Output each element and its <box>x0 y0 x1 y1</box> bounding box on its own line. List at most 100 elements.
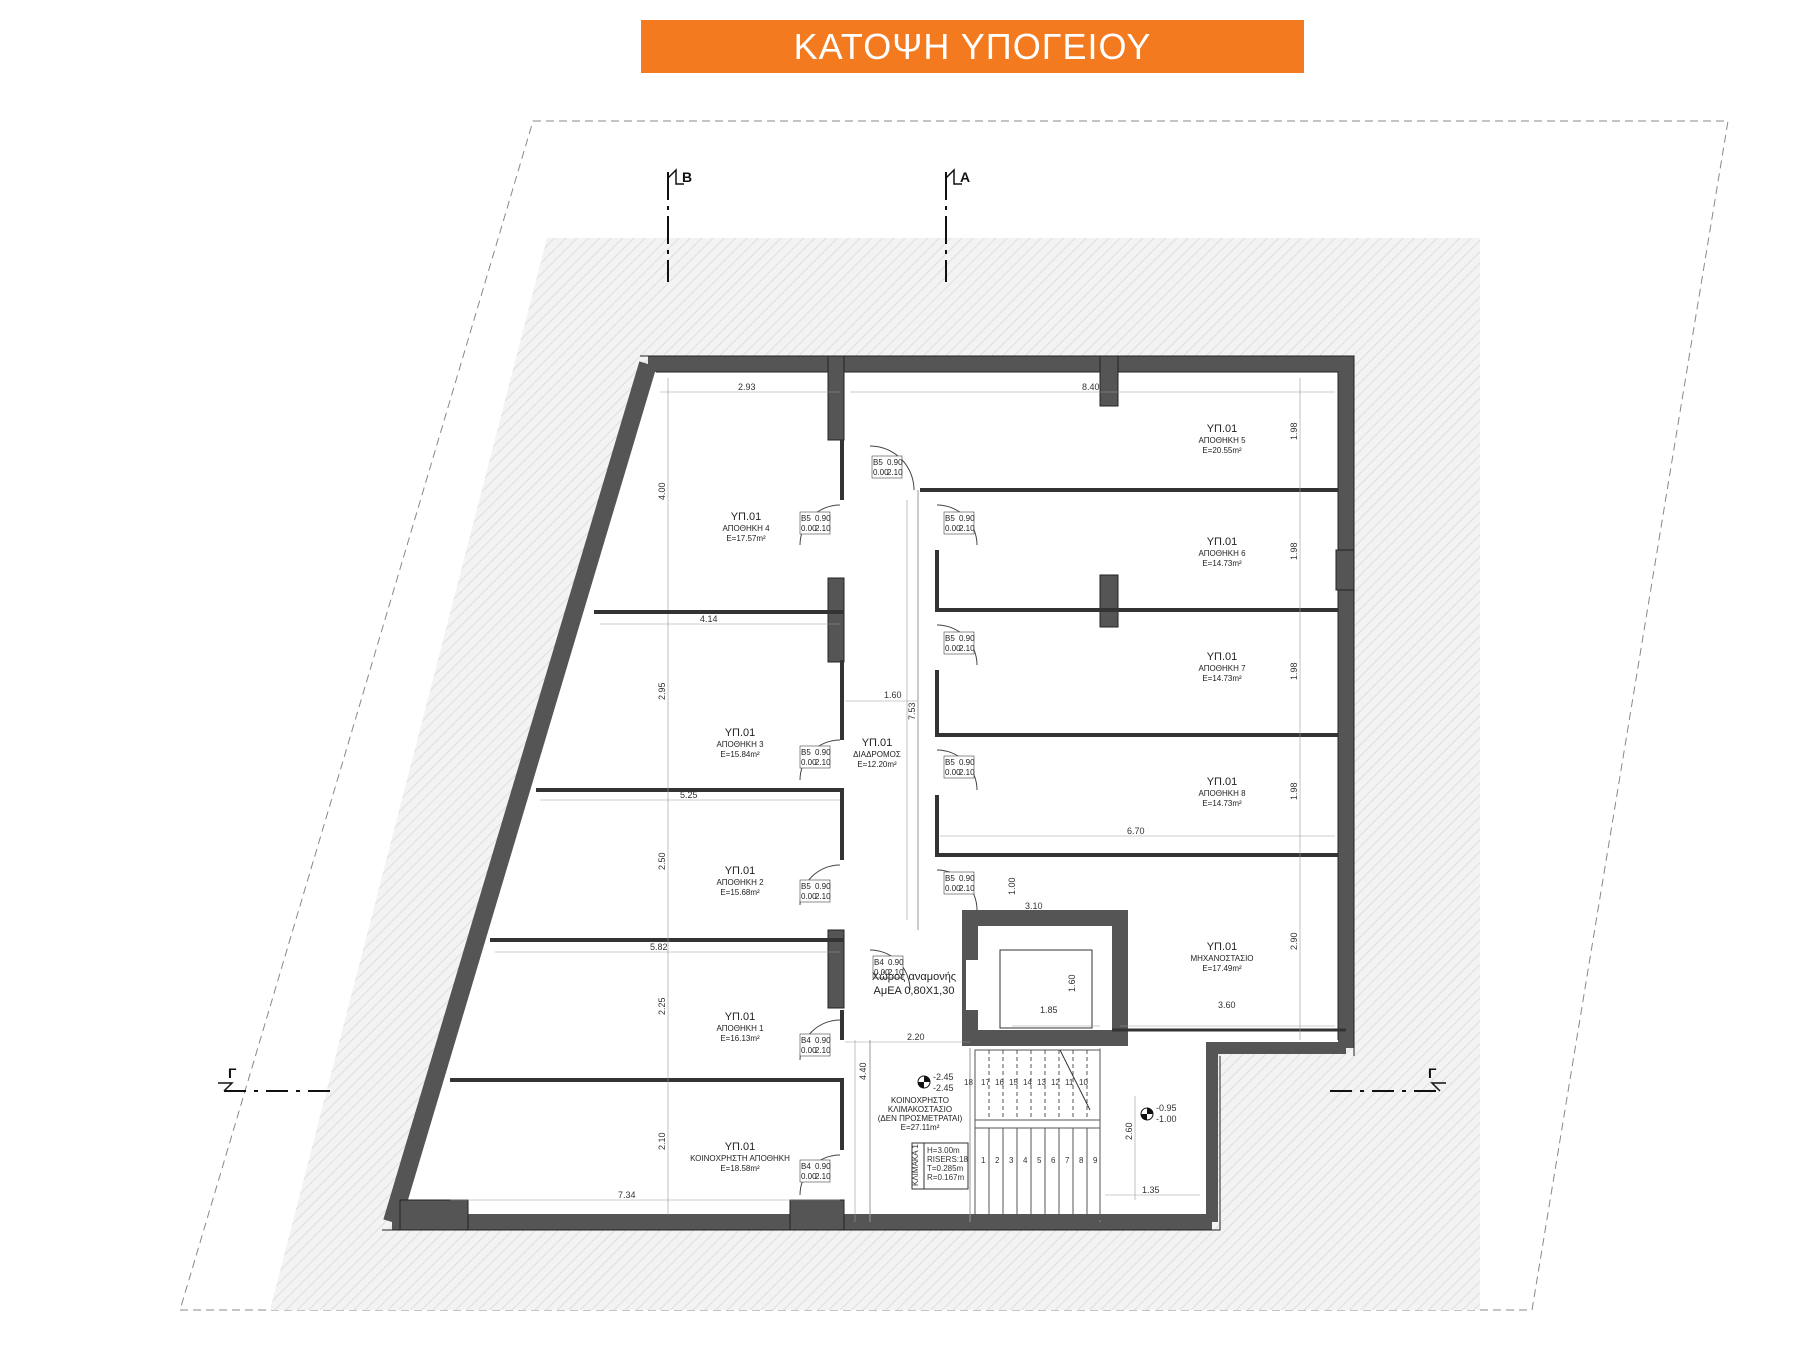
svg-text:T=0.285m: T=0.285m <box>927 1164 964 1173</box>
svg-text:Β5: Β5 <box>945 758 955 767</box>
svg-text:2.10: 2.10 <box>959 884 975 893</box>
svg-text:Β5: Β5 <box>873 458 883 467</box>
svg-text:1.98: 1.98 <box>1289 662 1299 680</box>
svg-text:-1.00: -1.00 <box>1156 1114 1177 1124</box>
svg-text:0.90: 0.90 <box>815 1036 831 1045</box>
svg-text:1.98: 1.98 <box>1289 782 1299 800</box>
svg-text:15: 15 <box>1009 1078 1018 1087</box>
svg-text:1.00: 1.00 <box>1007 877 1017 895</box>
svg-text:0.90: 0.90 <box>815 514 831 523</box>
svg-text:Β5: Β5 <box>945 874 955 883</box>
svg-text:1.85: 1.85 <box>1040 1005 1058 1015</box>
svg-text:Ε=17.49m²: Ε=17.49m² <box>1202 964 1242 973</box>
svg-text:ΥΠ.01: ΥΠ.01 <box>1207 536 1238 548</box>
partition-walls-right <box>920 488 1338 857</box>
dimension-labels: 2.93 8.40 4.00 1.98 1.98 1.98 1.98 4.14 … <box>618 382 1299 1200</box>
svg-text:0.00: 0.00 <box>801 524 817 533</box>
svg-text:Ε=12.20m²: Ε=12.20m² <box>857 760 897 769</box>
svg-text:0.00: 0.00 <box>945 884 961 893</box>
page-title: ΚΑΤΟΨΗ ΥΠΟΓΕΙΟΥ <box>641 20 1304 73</box>
svg-text:4.14: 4.14 <box>700 614 718 624</box>
svg-text:0.00: 0.00 <box>801 758 817 767</box>
level-marker-right: -0.95 -1.00 <box>1140 1103 1177 1124</box>
svg-text:ΥΠ.01: ΥΠ.01 <box>725 865 756 877</box>
svg-text:-0.95: -0.95 <box>1156 1103 1177 1113</box>
svg-text:2.95: 2.95 <box>657 682 667 700</box>
svg-text:8: 8 <box>1079 1156 1084 1165</box>
svg-text:RISERS:18: RISERS:18 <box>927 1155 968 1164</box>
svg-text:8.40: 8.40 <box>1082 382 1100 392</box>
svg-text:0.00: 0.00 <box>801 892 817 901</box>
section-marker-g-right: Γ <box>1330 1065 1446 1092</box>
svg-text:2.50: 2.50 <box>657 852 667 870</box>
svg-text:0.90: 0.90 <box>888 958 904 967</box>
svg-text:ΥΠ.01: ΥΠ.01 <box>1207 941 1238 953</box>
svg-text:0.90: 0.90 <box>815 1162 831 1171</box>
svg-text:4: 4 <box>1023 1156 1028 1165</box>
svg-text:2.90: 2.90 <box>1289 932 1299 950</box>
svg-text:7.34: 7.34 <box>618 1190 636 1200</box>
svg-text:1.98: 1.98 <box>1289 542 1299 560</box>
svg-text:ΜΗΧΑΝΟΣΤΑΣΙΟ: ΜΗΧΑΝΟΣΤΑΣΙΟ <box>1190 954 1253 963</box>
svg-text:4.00: 4.00 <box>657 482 667 500</box>
svg-text:ΑΠΟΘΗΚΗ 1: ΑΠΟΘΗΚΗ 1 <box>716 1024 764 1033</box>
svg-text:ΚΛΙΜΑΚΑ 1: ΚΛΙΜΑΚΑ 1 <box>911 1144 920 1186</box>
svg-text:ΑΠΟΘΗΚΗ 8: ΑΠΟΘΗΚΗ 8 <box>1198 789 1246 798</box>
svg-text:Ε=27.11m²: Ε=27.11m² <box>901 1123 940 1132</box>
dimension-lines <box>450 378 1335 1222</box>
svg-text:2.10: 2.10 <box>815 892 831 901</box>
svg-text:Γ: Γ <box>1428 1065 1437 1081</box>
svg-text:10: 10 <box>1079 1078 1088 1087</box>
svg-text:2.10: 2.10 <box>657 1132 667 1150</box>
svg-text:Ε=18.58m²: Ε=18.58m² <box>720 1164 760 1173</box>
svg-text:ΑΠΟΘΗΚΗ 3: ΑΠΟΘΗΚΗ 3 <box>716 740 764 749</box>
svg-text:17: 17 <box>981 1078 990 1087</box>
svg-text:0.00: 0.00 <box>801 1046 817 1055</box>
svg-text:Β5: Β5 <box>945 634 955 643</box>
svg-text:ΑΠΟΘΗΚΗ 5: ΑΠΟΘΗΚΗ 5 <box>1198 436 1246 445</box>
svg-text:0.90: 0.90 <box>959 758 975 767</box>
svg-text:ΑΠΟΘΗΚΗ 2: ΑΠΟΘΗΚΗ 2 <box>716 878 764 887</box>
svg-text:Ε=17.57m²: Ε=17.57m² <box>726 534 766 543</box>
svg-text:0.00: 0.00 <box>801 1172 817 1181</box>
svg-text:2.10: 2.10 <box>815 758 831 767</box>
svg-text:2.10: 2.10 <box>959 644 975 653</box>
svg-text:0.00: 0.00 <box>945 768 961 777</box>
svg-text:Ε=14.73m²: Ε=14.73m² <box>1202 799 1242 808</box>
svg-text:2.60: 2.60 <box>1124 1122 1134 1140</box>
elevator-shaft <box>962 910 1346 1046</box>
partition-walls-left <box>450 440 844 1150</box>
svg-text:16: 16 <box>995 1078 1004 1087</box>
svg-text:ΚΟΙΝΟΧΡΗΣΤΟ: ΚΟΙΝΟΧΡΗΣΤΟ <box>891 1096 949 1105</box>
svg-text:Β5: Β5 <box>945 514 955 523</box>
svg-text:0.90: 0.90 <box>959 514 975 523</box>
svg-text:4.40: 4.40 <box>858 1062 868 1080</box>
svg-text:2.10: 2.10 <box>887 468 903 477</box>
svg-text:ΥΠ.01: ΥΠ.01 <box>731 511 762 523</box>
svg-text:2.25: 2.25 <box>657 997 667 1015</box>
svg-text:ΚΟΙΝΟΧΡΗΣΤΗ ΑΠΟΘΗΚΗ: ΚΟΙΝΟΧΡΗΣΤΗ ΑΠΟΘΗΚΗ <box>690 1154 790 1163</box>
svg-text:(ΔΕΝ ΠΡΟΣΜΕΤΡΑΤΑΙ): (ΔΕΝ ΠΡΟΣΜΕΤΡΑΤΑΙ) <box>878 1114 963 1123</box>
svg-text:ΚΛΙΜΑΚΟΣΤΑΣΙΟ: ΚΛΙΜΑΚΟΣΤΑΣΙΟ <box>888 1105 952 1114</box>
stair-steps <box>974 1049 1101 1221</box>
svg-text:ΥΠ.01: ΥΠ.01 <box>725 1141 756 1153</box>
svg-text:14: 14 <box>1023 1078 1032 1087</box>
